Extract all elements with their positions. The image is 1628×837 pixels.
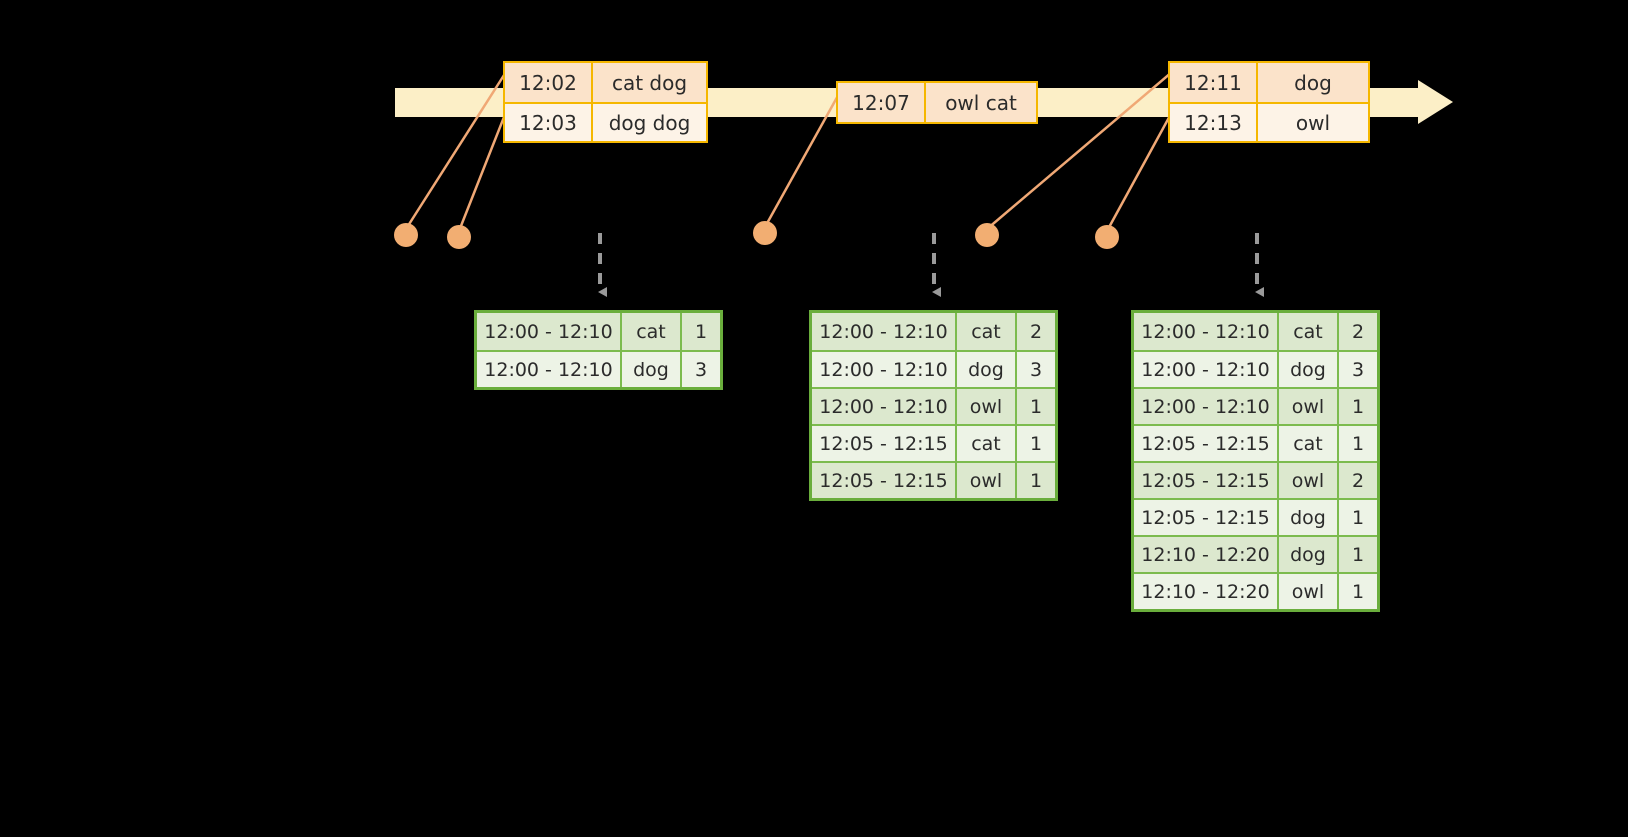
result-count: 2 — [1339, 463, 1377, 498]
event-box-3: 12:11 dog 12:13 owl — [1168, 61, 1370, 143]
result-word: dog — [957, 352, 1017, 387]
result-window: 12:00 - 12:10 — [1134, 389, 1279, 424]
result-word: dog — [1279, 537, 1339, 572]
result-count: 1 — [682, 313, 720, 350]
result-word: owl — [957, 463, 1017, 498]
result-window: 12:05 - 12:15 — [1134, 500, 1279, 535]
result-word: cat — [622, 313, 682, 350]
result-word: dog — [622, 352, 682, 387]
result-window: 12:00 - 12:10 — [477, 352, 622, 387]
event-time: 12:07 — [838, 83, 926, 122]
result-window: 12:00 - 12:10 — [812, 389, 957, 424]
event-time: 12:03 — [505, 104, 593, 141]
timeline-arrowhead-icon — [1418, 80, 1453, 124]
event-words: cat dog — [593, 63, 706, 102]
event-row: 12:02 cat dog — [505, 63, 706, 102]
result-window: 12:00 - 12:10 — [812, 352, 957, 387]
result-window: 12:05 - 12:15 — [812, 463, 957, 498]
result-window: 12:00 - 12:10 — [1134, 313, 1279, 350]
event-words: owl — [1258, 104, 1368, 141]
result-window: 12:05 - 12:15 — [812, 426, 957, 461]
result-window: 12:00 - 12:10 — [812, 313, 957, 350]
result-count: 3 — [1017, 352, 1055, 387]
event-dot-1 — [394, 223, 418, 247]
event-box-2: 12:07 owl cat — [836, 81, 1038, 124]
event-row: 12:11 dog — [1170, 63, 1368, 102]
event-row: 12:13 owl — [1170, 102, 1368, 141]
result-count: 3 — [682, 352, 720, 387]
result-window: 12:00 - 12:10 — [477, 313, 622, 350]
result-count: 1 — [1339, 389, 1377, 424]
event-dot-4 — [975, 223, 999, 247]
result-window: 12:00 - 12:10 — [1134, 352, 1279, 387]
result-word: cat — [1279, 313, 1339, 350]
event-time: 12:13 — [1170, 104, 1258, 141]
event-box-1: 12:02 cat dog 12:03 dog dog — [503, 61, 708, 143]
event-words: dog — [1258, 63, 1368, 102]
event-dot-5 — [1095, 225, 1119, 249]
event-dot-2 — [447, 225, 471, 249]
result-count: 1 — [1339, 574, 1377, 609]
result-window: 12:10 - 12:20 — [1134, 537, 1279, 572]
result-word: dog — [1279, 500, 1339, 535]
result-word: dog — [1279, 352, 1339, 387]
result-count: 2 — [1339, 313, 1377, 350]
event-row: 12:03 dog dog — [505, 102, 706, 141]
event-dot-3 — [753, 221, 777, 245]
result-count: 1 — [1017, 426, 1055, 461]
event-time: 12:02 — [505, 63, 593, 102]
event-words: dog dog — [593, 104, 706, 141]
result-count: 3 — [1339, 352, 1377, 387]
result-count: 2 — [1017, 313, 1055, 350]
result-count: 1 — [1339, 537, 1377, 572]
result-word: owl — [1279, 463, 1339, 498]
result-count: 1 — [1017, 389, 1055, 424]
result-count: 1 — [1339, 426, 1377, 461]
result-word: owl — [957, 389, 1017, 424]
result-word: owl — [1279, 574, 1339, 609]
result-word: cat — [957, 426, 1017, 461]
event-row: 12:07 owl cat — [838, 83, 1036, 122]
connector-line-5 — [1105, 111, 1174, 232]
emit-arrows — [598, 233, 1264, 297]
result-window: 12:05 - 12:15 — [1134, 463, 1279, 498]
event-words: owl cat — [926, 83, 1036, 122]
event-time: 12:11 — [1170, 63, 1258, 102]
result-count: 1 — [1017, 463, 1055, 498]
result-count: 1 — [1339, 500, 1377, 535]
connector-line-2 — [457, 111, 508, 232]
result-word: owl — [1279, 389, 1339, 424]
result-window: 12:05 - 12:15 — [1134, 426, 1279, 461]
result-window: 12:10 - 12:20 — [1134, 574, 1279, 609]
result-word: cat — [957, 313, 1017, 350]
result-word: cat — [1279, 426, 1339, 461]
